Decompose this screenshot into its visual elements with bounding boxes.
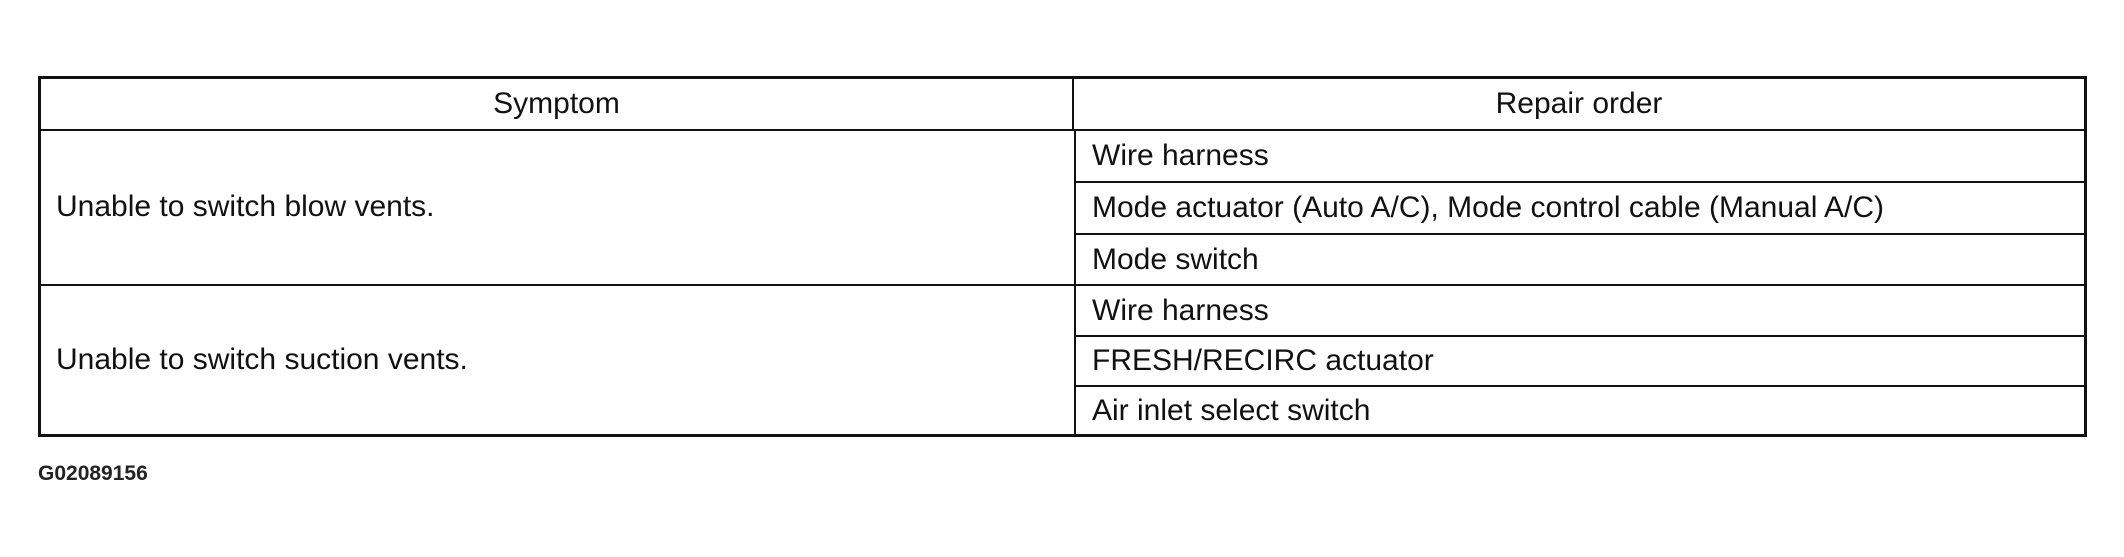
repair-cell: Mode actuator (Auto A/C), Mode control c… — [1092, 191, 1885, 224]
figure-id: G02089156 — [38, 462, 148, 485]
symptom-repair-table: Symptom Repair order Unable to switch bl… — [38, 76, 2087, 437]
repair-divider — [1076, 335, 2084, 337]
repair-cell: Wire harness — [1092, 293, 1269, 327]
repair-divider — [1076, 385, 2084, 387]
repair-cell: Wire harness — [1092, 139, 1269, 172]
repair-cell: Mode switch — [1092, 242, 1259, 276]
symptom-cell-blow-vents: Unable to switch blow vents. — [56, 190, 435, 223]
header-repair-order: Repair order — [1495, 87, 1663, 120]
column-divider — [1074, 129, 1076, 434]
repair-cell: FRESH/RECIRC actuator — [1092, 344, 1434, 377]
header-symptom: Symptom — [41, 79, 1074, 129]
repair-divider — [1076, 233, 2084, 235]
row-group-divider — [41, 284, 2084, 286]
repair-cell: Air inlet select switch — [1092, 393, 1371, 427]
repair-divider — [1076, 181, 2084, 183]
header-divider — [41, 129, 2084, 131]
symptom-cell-suction-vents: Unable to switch suction vents. — [56, 343, 468, 376]
